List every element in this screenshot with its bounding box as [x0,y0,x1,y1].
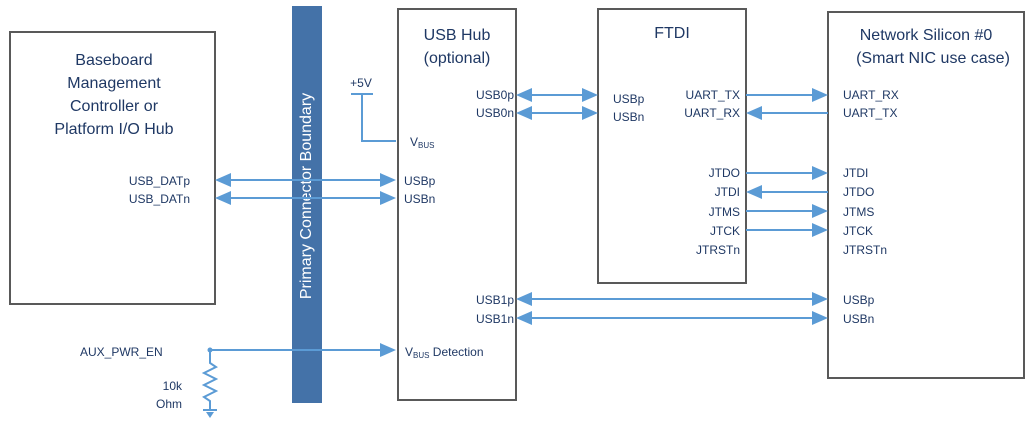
ftdi-jtms-label: JTMS [709,205,740,219]
boundary-label: Primary Connector Boundary [298,93,315,299]
hub-usb0n-label: USB0n [476,106,514,120]
ftdi-jtrstn-label: JTRSTn [696,243,740,257]
vbus-sub: BUS [418,141,434,150]
hub-usb0p-label: USB0p [476,88,514,102]
detection-text: Detection [429,345,483,359]
jtck-link-arrow-icon [812,223,828,237]
supply-trace [361,94,396,142]
aux-pwr-en-label: AUX_PWR_EN [80,345,163,359]
uart-tx-link-arrow-icon [812,88,828,102]
bmc-block [9,31,216,305]
usb-datp-link-arrow-icon [380,173,396,187]
nic-uart-tx-label: UART_TX [843,106,897,120]
ftdi-jtdo-label: JTDO [709,166,740,180]
signal-connections [215,88,828,357]
hub-usb1n-label: USB1n [476,312,514,326]
hub-title-line: (optional) [424,50,491,67]
supply-5v-label: +5V [350,76,372,90]
usb0p-link-arrow-icon [582,88,598,102]
usb1p-link-arrow-icon [516,292,532,306]
bmc-title-line: Baseboard [75,52,152,69]
ground-icon [206,412,214,418]
usb-datn-link-arrow-icon [380,191,396,205]
bmc-usb-datn-label: USB_DATn [129,192,190,206]
usb-hub-block [397,8,517,401]
usb1n-link-arrow-icon [812,311,828,325]
usb0n-link-arrow-icon [516,106,532,120]
hub-vbus-label: VBUS [410,135,434,150]
hub-usb1p-label: USB1p [476,293,514,307]
vbus-sub: BUS [413,351,429,360]
nic-block [827,11,1025,379]
pulldown-resistor [201,350,219,418]
nic-usbp-label: USBp [843,293,875,307]
ftdi-jtck-label: JTCK [710,224,740,238]
ftdi-uart-tx-label: UART_TX [686,88,740,102]
usb1n-link-arrow-icon [516,311,532,325]
nic-uart-rx-label: UART_RX [843,88,899,102]
supply-5v-wire [351,93,396,142]
nic-usbn-label: USBn [843,312,874,326]
hub-title: USB Hub (optional) [424,27,491,67]
ftdi-title: FTDI [654,25,690,42]
jtms-link-arrow-icon [812,204,828,218]
primary-connector-boundary [292,6,322,403]
hub-vbus-detection-label: VBUS Detection [405,345,484,360]
ftdi-jtdi-label: JTDI [715,185,740,199]
bmc-title-line: Platform I/O Hub [54,121,173,138]
usb1p-link-arrow-icon [812,292,828,306]
usb0n-link-arrow-icon [582,106,598,120]
nic-jtms-label: JTMS [843,205,874,219]
usb0p-link-arrow-icon [516,88,532,102]
usb-datp-link-arrow-icon [215,173,231,187]
resistor-value-label: 10k [163,379,183,393]
ftdi-usbn-label: USBn [613,110,644,124]
resistor-unit-label: Ohm [156,397,182,411]
nic-jtrstn-label: JTRSTn [843,243,887,257]
jtdo-link-arrow-icon [812,166,828,180]
nic-title: Network Silicon #0 (Smart NIC use case) [856,27,1010,67]
nic-title-line: Network Silicon #0 [860,27,993,44]
aux-pwr-en-arrow-icon [380,343,396,357]
nic-jtck-label: JTCK [843,224,873,238]
usb-datn-link-arrow-icon [215,191,231,205]
nic-title-line: (Smart NIC use case) [856,50,1010,67]
hub-title-line: USB Hub [424,27,491,44]
nic-jtdi-label: JTDI [843,166,868,180]
jtdi-link-arrow-icon [746,185,762,199]
uart-rx-link-arrow-icon [746,106,762,120]
ftdi-uart-rx-label: UART_RX [684,106,740,120]
bmc-title-line: Management [67,75,161,92]
hub-usbp-label: USBp [404,174,436,188]
vbus-main: V [410,135,418,149]
vbus-main: V [405,345,413,359]
hub-usbn-label: USBn [404,192,435,206]
resistor-zigzag [201,350,219,410]
bmc-usb-datp-label: USB_DATp [129,174,190,188]
bmc-title: Baseboard Management Controller or Platf… [54,52,173,138]
ftdi-usbp-label: USBp [613,92,645,106]
nic-jtdo-label: JTDO [843,185,874,199]
bmc-title-line: Controller or [70,98,159,115]
ftdi-block [597,8,747,284]
